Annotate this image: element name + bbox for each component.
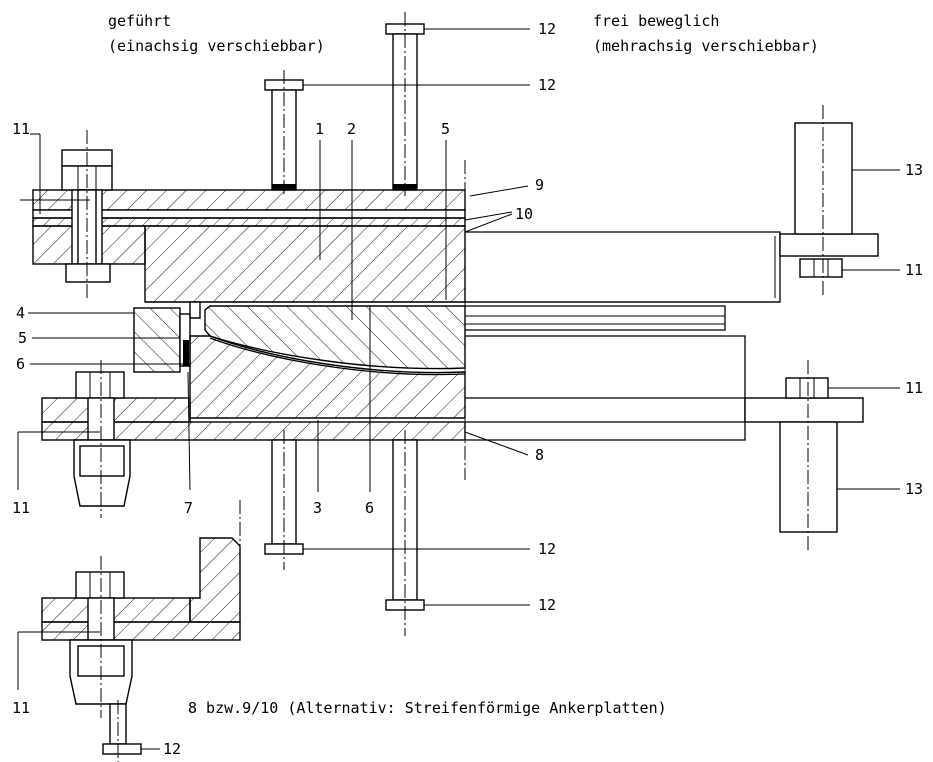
label-7: 7 bbox=[184, 499, 193, 517]
label-8: 8 bbox=[535, 446, 544, 464]
label-11-bottom-left: 11 bbox=[12, 499, 30, 517]
label-11-detail: 11 bbox=[12, 699, 30, 717]
label-11-top-left: 11 bbox=[12, 120, 30, 138]
label-12-d: 12 bbox=[538, 596, 556, 614]
caption-left-title: geführt bbox=[108, 12, 171, 30]
label-12-detail: 12 bbox=[163, 740, 181, 758]
left-bolt-top bbox=[61, 130, 113, 300]
anchor-stud-4 bbox=[385, 430, 425, 636]
label-5-left: 5 bbox=[18, 329, 27, 347]
guide-rail bbox=[133, 301, 201, 373]
caption-bottom: 8 bzw.9/10 (Alternativ: Streifenförmige … bbox=[188, 699, 667, 717]
label-6-bottom: 6 bbox=[365, 499, 374, 517]
caption-left-sub: (einachsig verschiebbar) bbox=[108, 37, 325, 55]
left-bolt-bottom bbox=[73, 360, 131, 518]
label-5-top: 5 bbox=[441, 120, 450, 138]
anchor-stud-2 bbox=[385, 12, 425, 196]
upper-bearing-plate bbox=[144, 225, 781, 303]
label-3: 3 bbox=[313, 499, 322, 517]
caption-right-sub: (mehrachsig verschiebbar) bbox=[593, 37, 819, 55]
bottom-anchor-plate bbox=[41, 377, 864, 533]
label-13-bottom: 13 bbox=[905, 480, 923, 498]
label-4: 4 bbox=[16, 304, 25, 322]
anchor-stud-1 bbox=[264, 70, 304, 196]
label-9: 9 bbox=[535, 176, 544, 194]
top-plate-right bbox=[779, 122, 879, 278]
label-12-c: 12 bbox=[538, 540, 556, 558]
label-11-top-right: 11 bbox=[905, 261, 923, 279]
leader-lines bbox=[17, 28, 900, 750]
label-10: 10 bbox=[515, 205, 533, 223]
label-12-b: 12 bbox=[538, 76, 556, 94]
lower-bearing-plate bbox=[189, 335, 746, 419]
label-2: 2 bbox=[347, 120, 356, 138]
caption-right-title: frei beweglich bbox=[593, 12, 719, 30]
label-12-a: 12 bbox=[538, 20, 556, 38]
label-6-left: 6 bbox=[16, 355, 25, 373]
label-11-mid-right: 11 bbox=[905, 379, 923, 397]
anchor-stud-3 bbox=[264, 430, 304, 570]
alternative-detail bbox=[41, 537, 241, 762]
label-1: 1 bbox=[315, 120, 324, 138]
label-13-top: 13 bbox=[905, 161, 923, 179]
